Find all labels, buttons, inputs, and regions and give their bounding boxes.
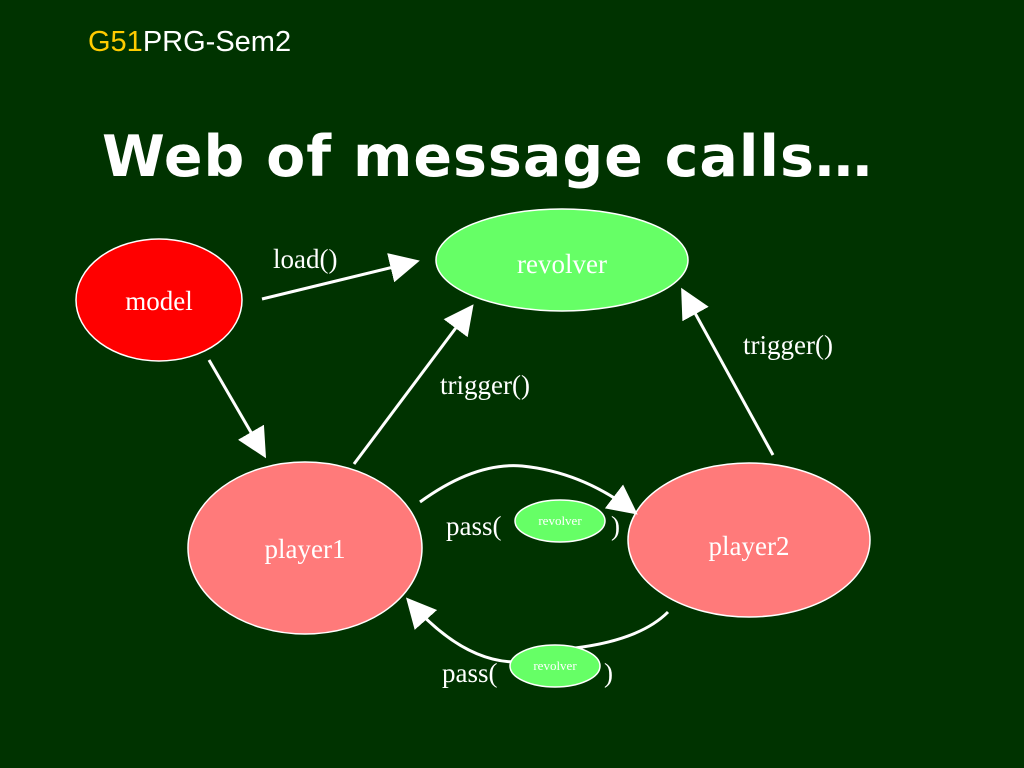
player1-trigger-arrow <box>352 304 474 465</box>
pass-bottom-revolver-chip <box>509 644 601 688</box>
pass-to-player2-arrow <box>419 464 638 515</box>
trigger-label-right: trigger() <box>743 330 833 360</box>
player2-node <box>627 462 871 618</box>
model-to-player1-arrow <box>207 359 267 459</box>
pass-bottom-close: ) <box>604 658 613 688</box>
player2-node-label: player2 <box>709 531 790 561</box>
pass-top-open: pass( <box>446 511 502 541</box>
course-code-prefix: G51 <box>88 26 143 58</box>
player1-node <box>187 461 423 635</box>
player1-node-label: player1 <box>265 534 346 564</box>
pass-top-close: ) <box>611 511 620 541</box>
pass-top-chip-label: revolver <box>538 513 582 528</box>
model-node-label: model <box>125 286 193 316</box>
slide-title: Web of message calls… <box>102 124 873 190</box>
model-node <box>75 238 243 362</box>
pass-top-revolver-chip <box>514 499 606 543</box>
revolver-node-label: revolver <box>517 249 607 279</box>
revolver-node <box>435 208 689 312</box>
load-label: load() <box>273 244 337 274</box>
pass-bottom-open: pass( <box>442 658 498 688</box>
course-header: G51PRG-Sem2 <box>88 26 291 59</box>
load-arrow <box>261 253 420 301</box>
course-code-rest: PRG-Sem2 <box>142 26 292 58</box>
trigger-label-left: trigger() <box>440 370 530 400</box>
player2-trigger-arrow <box>681 287 775 456</box>
pass-bottom-chip-label: revolver <box>533 658 577 673</box>
